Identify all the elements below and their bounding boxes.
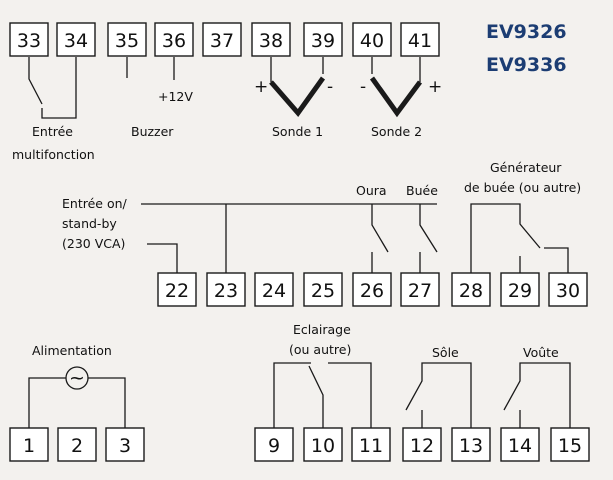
probe-1-minus: - <box>327 77 333 97</box>
power-label: Alimentation <box>32 343 112 358</box>
terminal-3 <box>105 427 145 462</box>
sole-relay-contact <box>405 362 472 428</box>
middle-terminal-row: 22 23 24 25 26 27 28 29 30 <box>157 272 588 307</box>
terminal-38 <box>251 22 291 57</box>
onstandby-label-3: (230 VCA) <box>62 236 125 251</box>
terminal-1-label: 1 <box>23 435 35 457</box>
bottom-left-terminal-row: 1 2 3 <box>9 427 145 462</box>
terminal-27 <box>400 272 440 307</box>
terminal-30-label: 30 <box>556 280 580 302</box>
terminal-1 <box>9 427 49 462</box>
terminal-15 <box>550 427 590 462</box>
generator-label-1: Générateur <box>490 160 562 175</box>
terminal-35-label: 35 <box>115 30 139 52</box>
terminal-23-label: 23 <box>214 280 238 302</box>
terminal-24 <box>254 272 294 307</box>
terminal-39 <box>303 22 343 57</box>
generator-relay-contact <box>470 203 569 273</box>
terminal-33-label: 33 <box>17 30 41 52</box>
buee-label: Buée <box>406 183 438 198</box>
multifunction-label-1: Entrée <box>32 124 73 139</box>
terminal-28 <box>451 272 491 307</box>
terminal-12-label: 12 <box>410 435 434 457</box>
terminal-25 <box>303 272 343 307</box>
terminal-37 <box>202 22 242 57</box>
probe-1-plus: + <box>254 77 268 97</box>
terminal-2 <box>57 427 97 462</box>
probe-1-symbol <box>269 57 326 118</box>
terminal-40 <box>352 22 392 57</box>
probe-2-label: Sonde 2 <box>371 124 422 139</box>
terminal-26 <box>352 272 392 307</box>
terminal-22-label: 22 <box>165 280 189 302</box>
onstandby-wire-22 <box>147 243 178 273</box>
terminal-25-label: 25 <box>311 280 335 302</box>
onstandby-label-1: Entrée on/ <box>62 196 128 211</box>
probe-2-plus: + <box>428 77 442 97</box>
oura-relay-contact <box>371 204 389 273</box>
terminal-41-label: 41 <box>408 30 432 52</box>
lighting-label-2: (ou autre) <box>289 342 351 357</box>
ac-source-icon <box>28 366 126 428</box>
voute-relay-contact <box>503 362 571 428</box>
plus12v-label: +12V <box>158 89 193 104</box>
terminal-9-label: 9 <box>268 435 280 457</box>
voute-label: Voûte <box>523 345 559 360</box>
sole-label: Sôle <box>432 345 459 360</box>
terminal-37-label: 37 <box>210 30 234 52</box>
terminal-14-label: 14 <box>508 435 532 457</box>
generator-label-2: de buée (ou autre) <box>464 180 581 195</box>
probe-2-minus: - <box>360 77 366 97</box>
terminal-35 <box>107 22 147 57</box>
terminal-13-label: 13 <box>459 435 483 457</box>
terminal-38-label: 38 <box>259 30 283 52</box>
terminal-36 <box>154 22 194 57</box>
bottom-right-terminal-row: 9 10 11 12 13 14 15 <box>254 427 590 462</box>
top-terminal-row: 33 34 35 36 37 38 39 40 41 <box>9 22 440 57</box>
terminal-29-label: 29 <box>508 280 532 302</box>
multifunction-input-contact <box>28 57 77 119</box>
buee-relay-contact <box>419 204 438 273</box>
onstandby-label-2: stand-by <box>62 216 117 231</box>
terminal-28-label: 28 <box>459 280 483 302</box>
terminal-14 <box>500 427 540 462</box>
terminal-34 <box>56 22 96 57</box>
terminal-27-label: 27 <box>408 280 432 302</box>
oura-label: Oura <box>356 183 387 198</box>
probe-2-symbol <box>369 57 423 118</box>
probe-1-label: Sonde 1 <box>272 124 323 139</box>
lighting-relay-contact <box>273 362 372 428</box>
buzzer-label: Buzzer <box>131 124 174 139</box>
ac-symbol: ~ <box>69 367 85 389</box>
terminal-39-label: 39 <box>311 30 335 52</box>
terminal-23 <box>206 272 246 307</box>
terminal-3-label: 3 <box>119 435 131 457</box>
terminal-41 <box>400 22 440 57</box>
terminal-24-label: 24 <box>262 280 286 302</box>
terminal-36-label: 36 <box>162 30 186 52</box>
multifunction-label-2: multifonction <box>12 147 95 162</box>
terminal-40-label: 40 <box>360 30 384 52</box>
terminal-29 <box>500 272 540 307</box>
terminal-30 <box>548 272 588 307</box>
terminal-15-label: 15 <box>558 435 582 457</box>
terminal-10-label: 10 <box>311 435 335 457</box>
lighting-label-1: Eclairage <box>293 322 351 337</box>
terminal-34-label: 34 <box>64 30 88 52</box>
terminal-11-label: 11 <box>359 435 383 457</box>
terminal-2-label: 2 <box>71 435 83 457</box>
model-name-1: EV9326 <box>486 21 567 43</box>
terminal-26-label: 26 <box>360 280 384 302</box>
model-name-2: EV9336 <box>486 54 567 76</box>
terminal-33 <box>9 22 49 57</box>
